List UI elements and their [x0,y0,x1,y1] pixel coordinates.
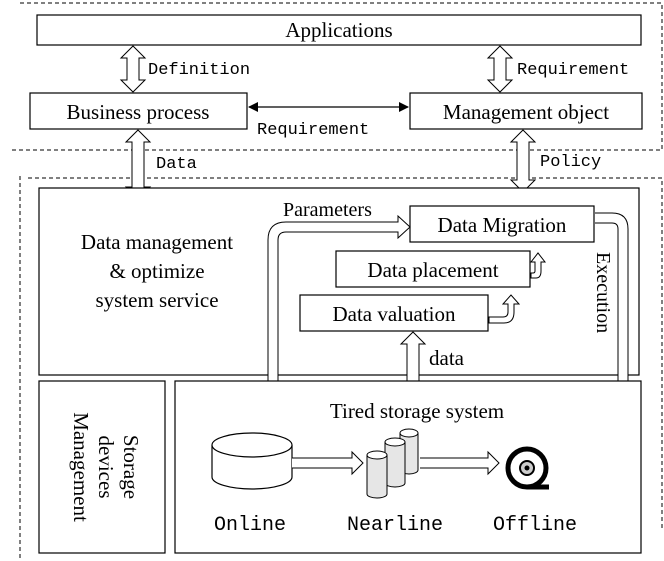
management-object-label: Management object [443,100,609,124]
applications-box [36,14,642,46]
definition-arrow [119,45,147,93]
placement-loop-arrow [529,252,547,279]
parameters-arrow [267,214,411,385]
data-migration-label: Data Migration [438,213,567,237]
definition-label: Definition [148,61,250,80]
nearline-label: Nearline [347,514,443,537]
requirement-right-arrow [486,45,514,93]
data-management-label-line2: & optimize [109,259,204,283]
execution-label: Execution [592,252,614,333]
applications-label: Applications [285,18,392,42]
offline-tape-icon [505,446,549,490]
data-lower-label: data [429,346,465,370]
offline-label: Offline [493,514,577,537]
online-to-nearline-arrow [292,450,364,476]
storage-devices-label-line2: devices [94,436,118,499]
storage-devices-label-line3: Management [69,412,93,522]
tired-storage-label: Tired storage system [330,399,504,423]
nearline-disks-icon [366,428,419,499]
policy-label: Policy [540,153,601,172]
storage-devices-box [38,380,166,554]
upper-dashed-region [12,2,663,151]
parameters-label: Parameters [283,199,372,221]
data-upper-label: Data [156,155,197,174]
storage-devices-label-line1: Storage [119,435,143,499]
data-valuation-box [299,294,489,332]
requirement-middle-label: Requirement [257,121,369,140]
online-label: Online [214,514,286,537]
valuation-loop-arrow [488,294,521,324]
data-placement-box [335,250,531,288]
management-object-box [409,92,643,130]
data-management-label-line1: Data management [81,230,233,254]
policy-arrow [509,129,537,193]
online-disk-icon [211,432,293,490]
business-process-box [29,92,248,130]
data-placement-label: Data placement [367,258,498,282]
business-process-label: Business process [67,100,210,124]
requirement-right-label: Requirement [517,61,629,80]
data-management-label-line3: system service [95,288,218,312]
data-migration-box [409,205,595,243]
data-valuation-label: Data valuation [332,302,456,326]
lower-dashed-region [19,176,663,560]
nearline-to-offline-arrow [420,450,500,476]
